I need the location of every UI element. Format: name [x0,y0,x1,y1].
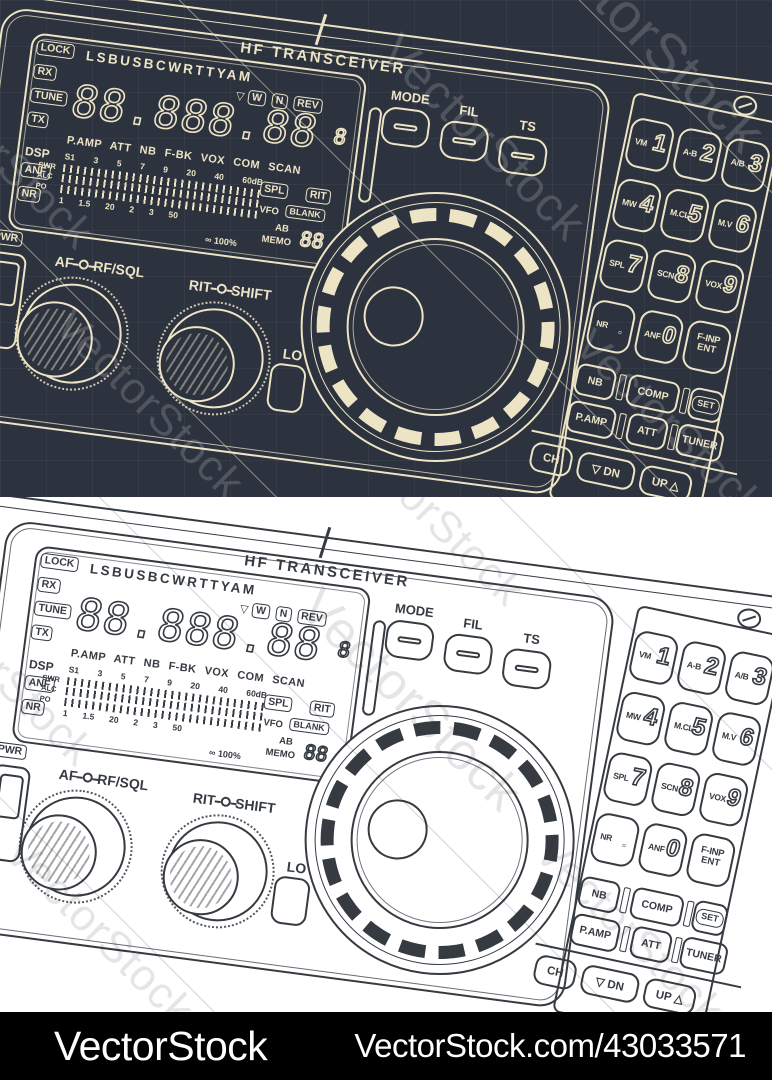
blueprint-dark-variant: HF TRANSCEIVER LOCK RX TUNE TX LSBUSBCWR… [0,0,772,497]
lock-button[interactable] [269,874,312,928]
pwr-label: PWR [0,228,23,248]
swr-po-scale: 1 1.5 20 2 3 50 [58,194,179,220]
frequency-readout: 88.888.88 [66,75,324,159]
rx-indicator: RX [36,576,61,595]
button-slot [397,635,422,645]
tx-indicator: TX [30,624,54,642]
vectorstock-footer-bar: VectorStock VectorStock.com/43033571 [0,1012,772,1080]
signal-meter: S1 3 5 7 9 20 40 60dB SWR ALC PO 1 1.5 2… [39,664,268,761]
anf-indicator: ANF [19,161,52,181]
button-slot [451,136,477,146]
rit-shift-knob[interactable] [154,302,270,415]
filter-indicator-row: W N REV [251,602,328,628]
blank-indicator: BLANK [284,204,326,223]
lock-button-label-partial: LO [281,345,304,364]
frequency-sub-digit: 8 [334,637,353,664]
nr-indicator: NR [20,698,46,717]
button-slot [514,664,539,674]
memory-channel-readout: 88 [297,226,328,254]
frequency-readout: 88.888.88 [70,588,328,672]
narrow-indicator: N [274,605,293,623]
concentric-knob-icon [81,771,94,784]
alc-meter-bar: ALC [41,683,265,722]
vectorstock-image-url: VectorStock.com/43033571 [354,1027,746,1064]
ts-button-label: TS [522,630,541,648]
lock-indicator: LOCK [35,39,76,60]
memo-label: MEMO [260,233,292,249]
tx-indicator: TX [26,111,50,129]
concentric-knob-icon [215,283,227,295]
fil-button-label: FIL [462,615,484,633]
swr-meter-bar: SWR [38,159,263,198]
filter-indicator-row: W N REV [247,89,324,115]
tune-indicator: TUNE [33,600,72,620]
po-meter-bar: PO [39,693,264,732]
pwr-label: PWR [0,741,27,761]
set-button[interactable]: SET [685,386,726,425]
ts-button-label: TS [518,117,537,135]
button-slot [393,122,418,132]
alc-meter-bar: ALC [37,170,261,209]
rit-shift-knob[interactable] [158,815,274,928]
memo-label: MEMO [264,746,296,762]
concentric-knob-icon [219,796,231,808]
frequency-sub-digit: 8 [330,124,349,151]
lock-button-label-partial: LO [285,858,308,877]
ab-label: AB [278,735,294,748]
rit-indicator: RIT [308,700,336,719]
rx-indicator: RX [32,63,57,82]
function-indicator-row: P.AMP ATT NB F-BK VOX COM SCAN [70,647,306,691]
af-rfsql-knob[interactable] [16,790,132,903]
signal-meter: S1 3 5 7 9 20 40 60dB SWR ALC PO 1 1.5 2… [35,151,264,248]
blank-indicator: BLANK [288,717,330,736]
fil-button[interactable] [437,119,491,164]
dsp-label: DSP [24,144,51,162]
af-rfsql-knob[interactable] [12,277,128,390]
s-meter-scale: S1 3 5 7 9 20 40 60dB [68,664,268,701]
button-slot [455,649,481,659]
ts-button[interactable] [500,646,553,691]
po-meter-bar: PO [35,180,260,219]
fil-button[interactable] [441,632,495,677]
rev-indicator: REV [292,95,324,115]
vectorstock-logo: VectorStock [54,1022,268,1069]
vfo-label: VFO [262,717,284,731]
s-meter-scale: S1 3 5 7 9 20 40 60dB [64,151,264,188]
meter-percent-label: ∞ 100% [208,747,242,762]
mode-button[interactable] [383,618,436,663]
wide-indicator: W [251,602,271,620]
antenna-stub-line [314,13,327,46]
meter-percent-label: ∞ 100% [204,234,238,249]
rit-indicator: RIT [304,187,332,206]
ab-label: AB [274,222,290,235]
spl-indicator: SPL [263,694,294,713]
lock-indicator: LOCK [39,552,80,573]
rev-indicator: REV [296,608,328,628]
ts-button[interactable] [496,133,549,178]
tuning-marker-icon: ▽ [239,603,250,617]
dsp-label: DSP [28,657,55,675]
concentric-knob-icon [77,258,90,271]
vfo-label: VFO [258,204,280,218]
nr-indicator: NR [16,185,42,204]
antenna-stub-line [318,526,331,559]
swr-meter-bar: SWR [42,672,267,711]
line-art-light-variant: HF TRANSCEIVER LOCK RX TUNE TX LSBUSBCWR… [0,497,772,1012]
set-button[interactable]: SET [689,899,730,938]
tune-indicator: TUNE [29,87,68,107]
mode-button[interactable] [379,105,432,150]
fil-button-label: FIL [458,102,480,120]
narrow-indicator: N [270,92,289,110]
wide-indicator: W [247,89,267,107]
swr-po-scale: 1 1.5 20 2 3 50 [62,707,183,733]
memory-channel-readout: 88 [301,739,332,767]
spl-indicator: SPL [259,181,290,200]
lock-button[interactable] [265,361,308,415]
button-slot [510,151,535,161]
function-indicator-row: P.AMP ATT NB F-BK VOX COM SCAN [66,134,302,178]
tuning-marker-icon: ▽ [235,90,246,104]
anf-indicator: ANF [23,674,56,694]
